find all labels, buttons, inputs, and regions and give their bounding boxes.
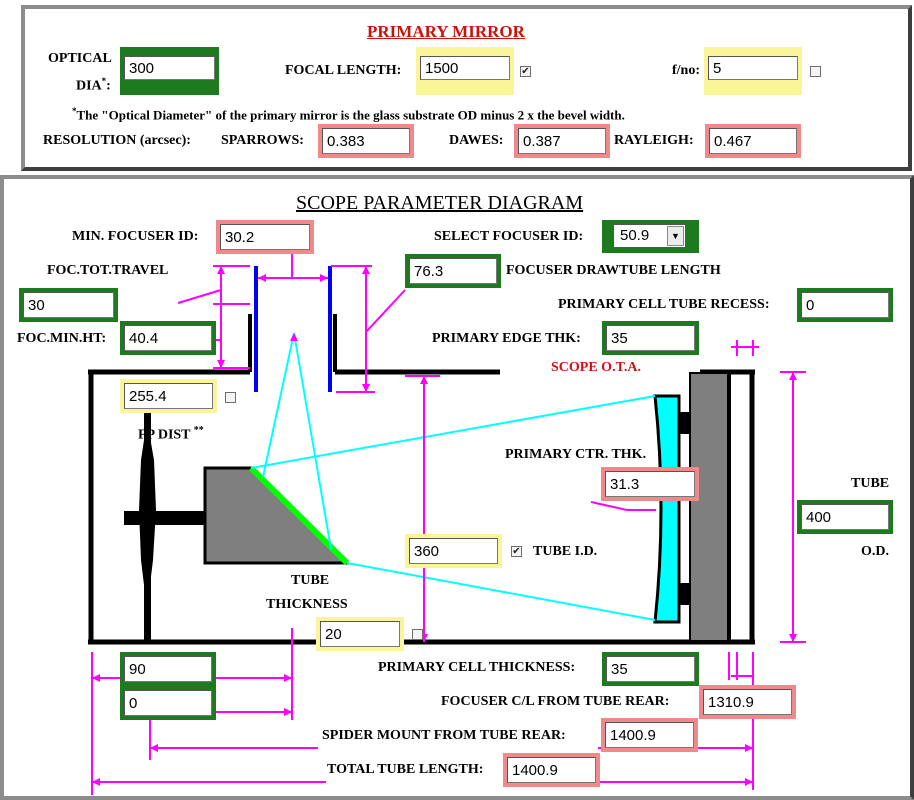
sparrows-label: SPARROWS: bbox=[221, 133, 304, 148]
fp-dist-lock-checkbox[interactable] bbox=[225, 392, 236, 403]
foc-min-ht-label: FOC.MIN.HT: bbox=[17, 331, 107, 346]
diagram-title: SCOPE PARAMETER DIAGRAM bbox=[296, 192, 584, 214]
primary-ctr-thk-output[interactable] bbox=[605, 471, 695, 497]
fno-lock-checkbox[interactable] bbox=[810, 66, 821, 77]
foc-tot-travel-label: FOC.TOT.TRAVEL bbox=[47, 263, 169, 278]
foc-min-ht-input[interactable] bbox=[124, 325, 212, 351]
tube-od-input[interactable] bbox=[801, 504, 889, 530]
total-tube-length-field-frame bbox=[503, 753, 600, 787]
primary-cell-thickness-field-frame bbox=[602, 652, 699, 686]
min-focuser-id-output[interactable] bbox=[220, 224, 310, 250]
primary-mirror bbox=[653, 394, 681, 624]
tube-id-label: TUBE I.D. bbox=[533, 544, 598, 559]
fno-field-frame bbox=[704, 47, 802, 95]
fp-dist-label: FP DIST ** bbox=[138, 425, 204, 443]
tube-thickness-label-line1: TUBE bbox=[291, 573, 330, 588]
resolution-label: RESOLUTION (arcsec): bbox=[43, 133, 191, 148]
val-0-field-frame bbox=[120, 686, 216, 720]
fp-dist-input[interactable] bbox=[124, 383, 213, 409]
tube-id-lock-checkbox[interactable]: ✔ bbox=[511, 546, 522, 557]
optical-dia-label-line1: OPTICAL bbox=[48, 51, 112, 66]
fno-input[interactable] bbox=[708, 56, 798, 80]
val-90-field-frame bbox=[120, 652, 216, 686]
focuser bbox=[248, 314, 337, 372]
scope-ota-label: SCOPE O.T.A. bbox=[551, 360, 641, 375]
select-focuser-id-field-frame: 50.9 ▼ bbox=[602, 220, 699, 253]
spider-mount-field-frame bbox=[601, 718, 698, 752]
rayleigh-output[interactable] bbox=[709, 128, 797, 154]
select-focuser-id-label: SELECT FOCUSER ID: bbox=[434, 229, 584, 244]
dawes-field-frame bbox=[514, 124, 610, 158]
sparrows-output[interactable] bbox=[322, 128, 410, 154]
focuser-cl-output[interactable] bbox=[703, 689, 792, 715]
drawtube-length-label: FOCUSER DRAWTUBE LENGTH bbox=[506, 263, 721, 278]
optical-dia-field-frame bbox=[120, 47, 219, 95]
focal-length-label: FOCAL LENGTH: bbox=[285, 63, 402, 78]
tube-id-field-frame bbox=[405, 534, 502, 568]
fp-dist-field-frame bbox=[120, 379, 217, 413]
focuser-cl-field-frame bbox=[699, 685, 796, 719]
foc-min-ht-field-frame bbox=[120, 321, 216, 355]
primary-edge-thk-label: PRIMARY EDGE THK: bbox=[432, 331, 581, 346]
tube-thickness-input[interactable] bbox=[320, 621, 400, 647]
total-tube-length-output[interactable] bbox=[507, 757, 596, 783]
focal-length-input[interactable] bbox=[420, 56, 510, 80]
drawtube-length-field-frame bbox=[405, 254, 501, 288]
sparrows-field-frame bbox=[318, 124, 414, 158]
optical-dia-note: *The "Optical Diameter" of the primary m… bbox=[72, 106, 625, 123]
primary-edge-thk-field-frame bbox=[602, 321, 699, 355]
dawes-output[interactable] bbox=[518, 128, 606, 154]
spider-mount-output[interactable] bbox=[605, 722, 694, 748]
cell-tube-recess-input[interactable] bbox=[801, 292, 889, 318]
focal-length-lock-checkbox[interactable]: ✔ bbox=[520, 66, 531, 77]
cell-tube-recess-label: PRIMARY CELL TUBE RECESS: bbox=[558, 297, 770, 312]
optical-dia-input[interactable] bbox=[124, 56, 215, 80]
foc-tot-travel-field-frame bbox=[19, 288, 118, 322]
tube-thickness-label-line2: THICKNESS bbox=[266, 597, 348, 612]
rayleigh-field-frame bbox=[705, 124, 801, 158]
primary-ctr-thk-field-frame bbox=[601, 467, 699, 501]
min-focuser-id-label: MIN. FOCUSER ID: bbox=[72, 229, 199, 244]
dawes-label: DAWES: bbox=[449, 133, 504, 148]
primary-ctr-thk-label: PRIMARY CTR. THK. bbox=[505, 447, 647, 462]
select-focuser-id-dropdown[interactable]: 50.9 ▼ bbox=[613, 224, 686, 248]
spider-mount-label: SPIDER MOUNT FROM TUBE REAR: bbox=[322, 728, 566, 743]
cell-tube-recess-field-frame bbox=[797, 288, 893, 322]
primary-cell-thickness-label: PRIMARY CELL THICKNESS: bbox=[378, 660, 576, 675]
tube-outline bbox=[88, 369, 755, 645]
tube-od-label-line1: TUBE bbox=[851, 476, 890, 491]
rayleigh-label: RAYLEIGH: bbox=[614, 133, 694, 148]
primary-cell bbox=[689, 372, 730, 642]
select-focuser-id-value: 50.9 bbox=[620, 227, 650, 244]
val-0-input[interactable] bbox=[124, 690, 212, 716]
tube-thickness-lock-checkbox[interactable] bbox=[412, 629, 423, 640]
drawtube-length-input[interactable] bbox=[409, 258, 497, 284]
spider-vane bbox=[124, 395, 206, 643]
light-rays bbox=[250, 332, 656, 621]
foc-tot-travel-input[interactable] bbox=[23, 292, 114, 318]
primary-edge-thk-input[interactable] bbox=[606, 325, 695, 351]
val-90-input[interactable] bbox=[124, 656, 212, 682]
tube-thickness-field-frame bbox=[316, 617, 404, 651]
primary-cell-thickness-input[interactable] bbox=[606, 656, 695, 682]
focuser-cl-label: FOCUSER C/L FROM TUBE REAR: bbox=[441, 694, 670, 709]
focal-length-field-frame bbox=[416, 47, 514, 95]
dropdown-arrow-icon[interactable]: ▼ bbox=[667, 226, 684, 246]
fno-label: f/no: bbox=[672, 63, 700, 78]
total-tube-length-label: TOTAL TUBE LENGTH: bbox=[327, 762, 484, 777]
tube-od-label-line2: O.D. bbox=[861, 544, 889, 559]
tube-id-input[interactable] bbox=[409, 538, 498, 564]
optical-dia-label-line2: DIA*: bbox=[76, 76, 111, 94]
tube-od-field-frame bbox=[797, 500, 893, 534]
primary-mirror-title: PRIMARY MIRROR bbox=[367, 22, 525, 41]
min-focuser-id-field-frame bbox=[216, 220, 314, 254]
